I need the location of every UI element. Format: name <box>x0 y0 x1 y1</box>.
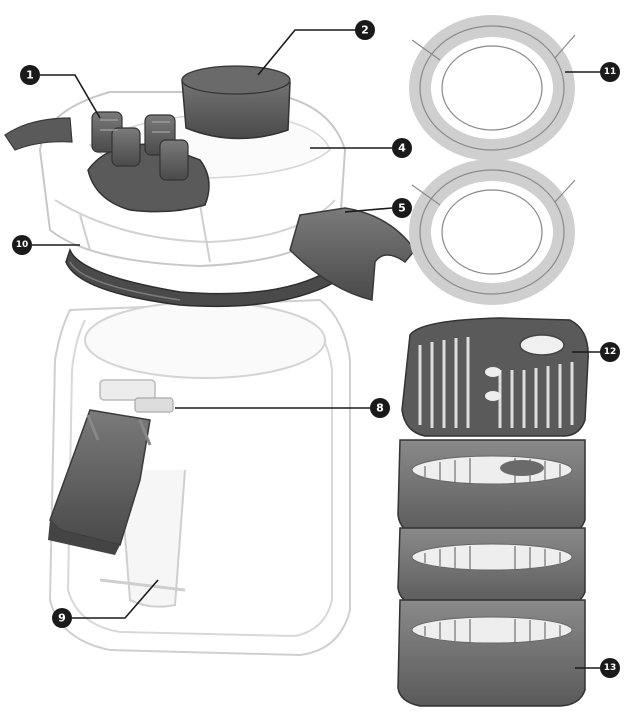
valve-block <box>87 111 210 213</box>
svg-text:12: 12 <box>604 347 617 357</box>
priming-cap <box>181 65 291 140</box>
callout-13: 13 <box>600 658 620 678</box>
callout-10: 10 <box>12 235 32 255</box>
svg-text:11: 11 <box>604 67 617 77</box>
callout-2: 2 <box>355 20 375 40</box>
latch-handle <box>48 409 152 555</box>
media-basket-bottom <box>397 599 586 707</box>
callout-5: 5 <box>392 198 412 218</box>
media-basket-top <box>397 439 586 537</box>
canister-body <box>48 298 351 657</box>
callout-9: 9 <box>52 608 72 628</box>
left-handle <box>4 117 73 151</box>
svg-text:4: 4 <box>398 142 406 155</box>
svg-text:10: 10 <box>16 240 29 250</box>
svg-text:1: 1 <box>26 69 34 82</box>
hose-coil-upper <box>409 15 576 161</box>
callout-1: 1 <box>20 65 40 85</box>
svg-text:9: 9 <box>58 612 66 625</box>
svg-text:13: 13 <box>604 663 617 673</box>
basket-lid <box>401 317 589 437</box>
callout-8: 8 <box>370 398 390 418</box>
carry-handle <box>289 207 416 301</box>
callout-12: 12 <box>600 342 620 362</box>
svg-text:2: 2 <box>361 24 369 37</box>
svg-text:8: 8 <box>376 402 384 415</box>
callout-4: 4 <box>392 138 412 158</box>
svg-text:5: 5 <box>398 202 406 215</box>
media-basket-middle <box>397 527 586 608</box>
leader-lines <box>32 29 600 669</box>
hose-coil-lower <box>409 159 576 305</box>
callout-11: 11 <box>600 62 620 82</box>
